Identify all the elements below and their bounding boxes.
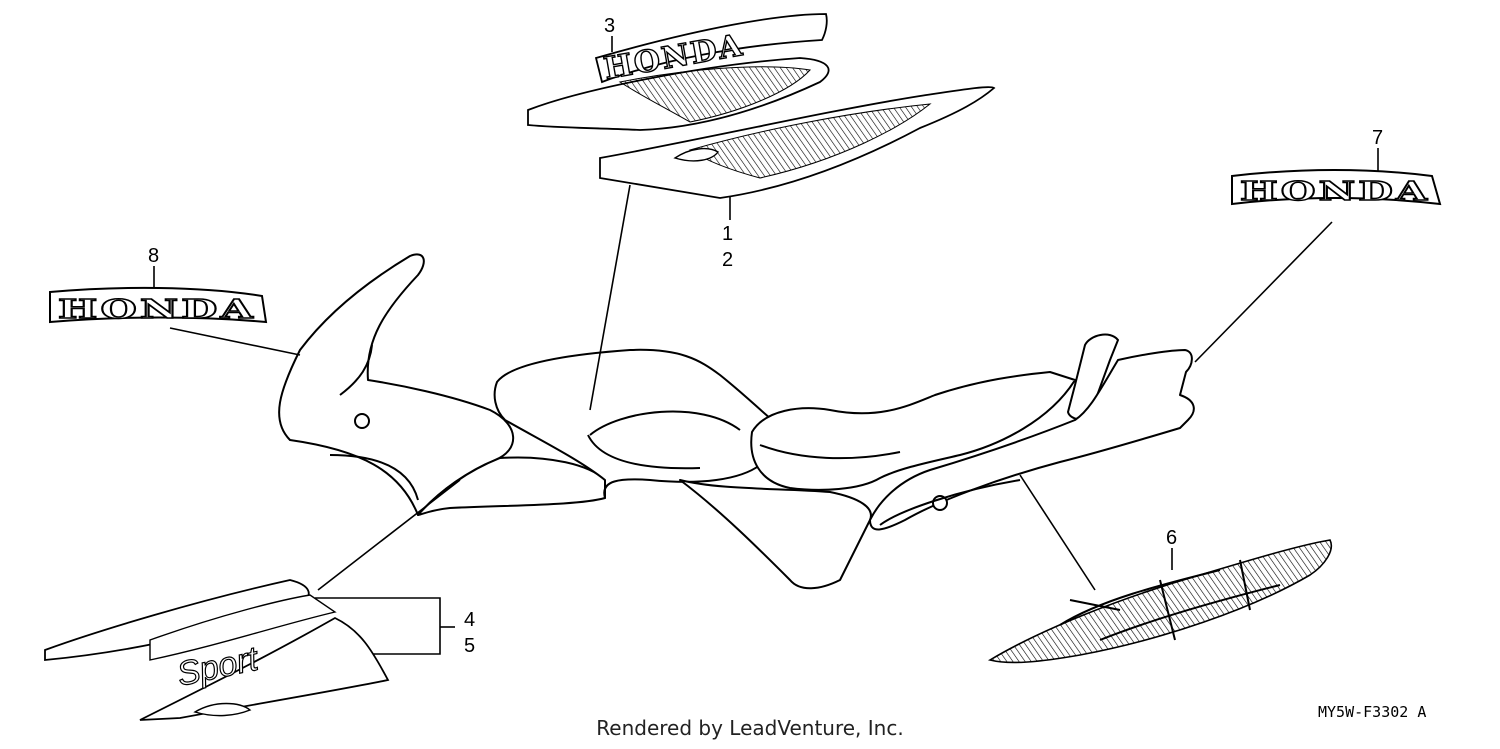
render-credit: Rendered by LeadVenture, Inc. — [596, 716, 904, 740]
drawing-code: MY5W-F3302 A — [1318, 703, 1426, 721]
callout-8: 8 — [148, 245, 159, 267]
decal-side-cowl-6 — [987, 539, 1332, 664]
decal-fairing-stripe: Sport — [44, 579, 390, 721]
decal-honda-8: HONDA — [49, 286, 268, 326]
callout-3: 3 — [604, 15, 615, 37]
decal-tank-stripe-upper: HONDA — [527, 13, 830, 131]
decal-tank-stripe-lower — [599, 86, 996, 199]
callout-7: 7 — [1372, 127, 1383, 149]
callout-4: 4 — [464, 609, 475, 631]
center-cover — [679, 479, 872, 590]
motorcycle-body — [278, 253, 1195, 590]
callout-6: 6 — [1166, 527, 1177, 549]
fairing-bolt-hole — [354, 413, 370, 429]
fuel-tank — [493, 348, 771, 499]
grab-rail — [1067, 333, 1119, 421]
front-fairing — [278, 253, 515, 516]
callout-1: 1 — [722, 223, 733, 245]
logo-text-8: HONDA — [58, 295, 256, 325]
callout-2: 2 — [722, 249, 733, 271]
logo-text-7: HONDA — [1240, 177, 1430, 207]
callout-5: 5 — [464, 635, 475, 657]
decal-honda-7: HONDA — [1231, 169, 1442, 208]
seat — [750, 371, 1076, 491]
drawing-code-number: MY5W-F3302 — [1318, 703, 1409, 721]
drawing-code-revision: A — [1417, 703, 1427, 721]
leader-lines — [153, 36, 1379, 655]
callout-labels: 1 2 3 4 5 6 7 8 — [148, 15, 1383, 657]
